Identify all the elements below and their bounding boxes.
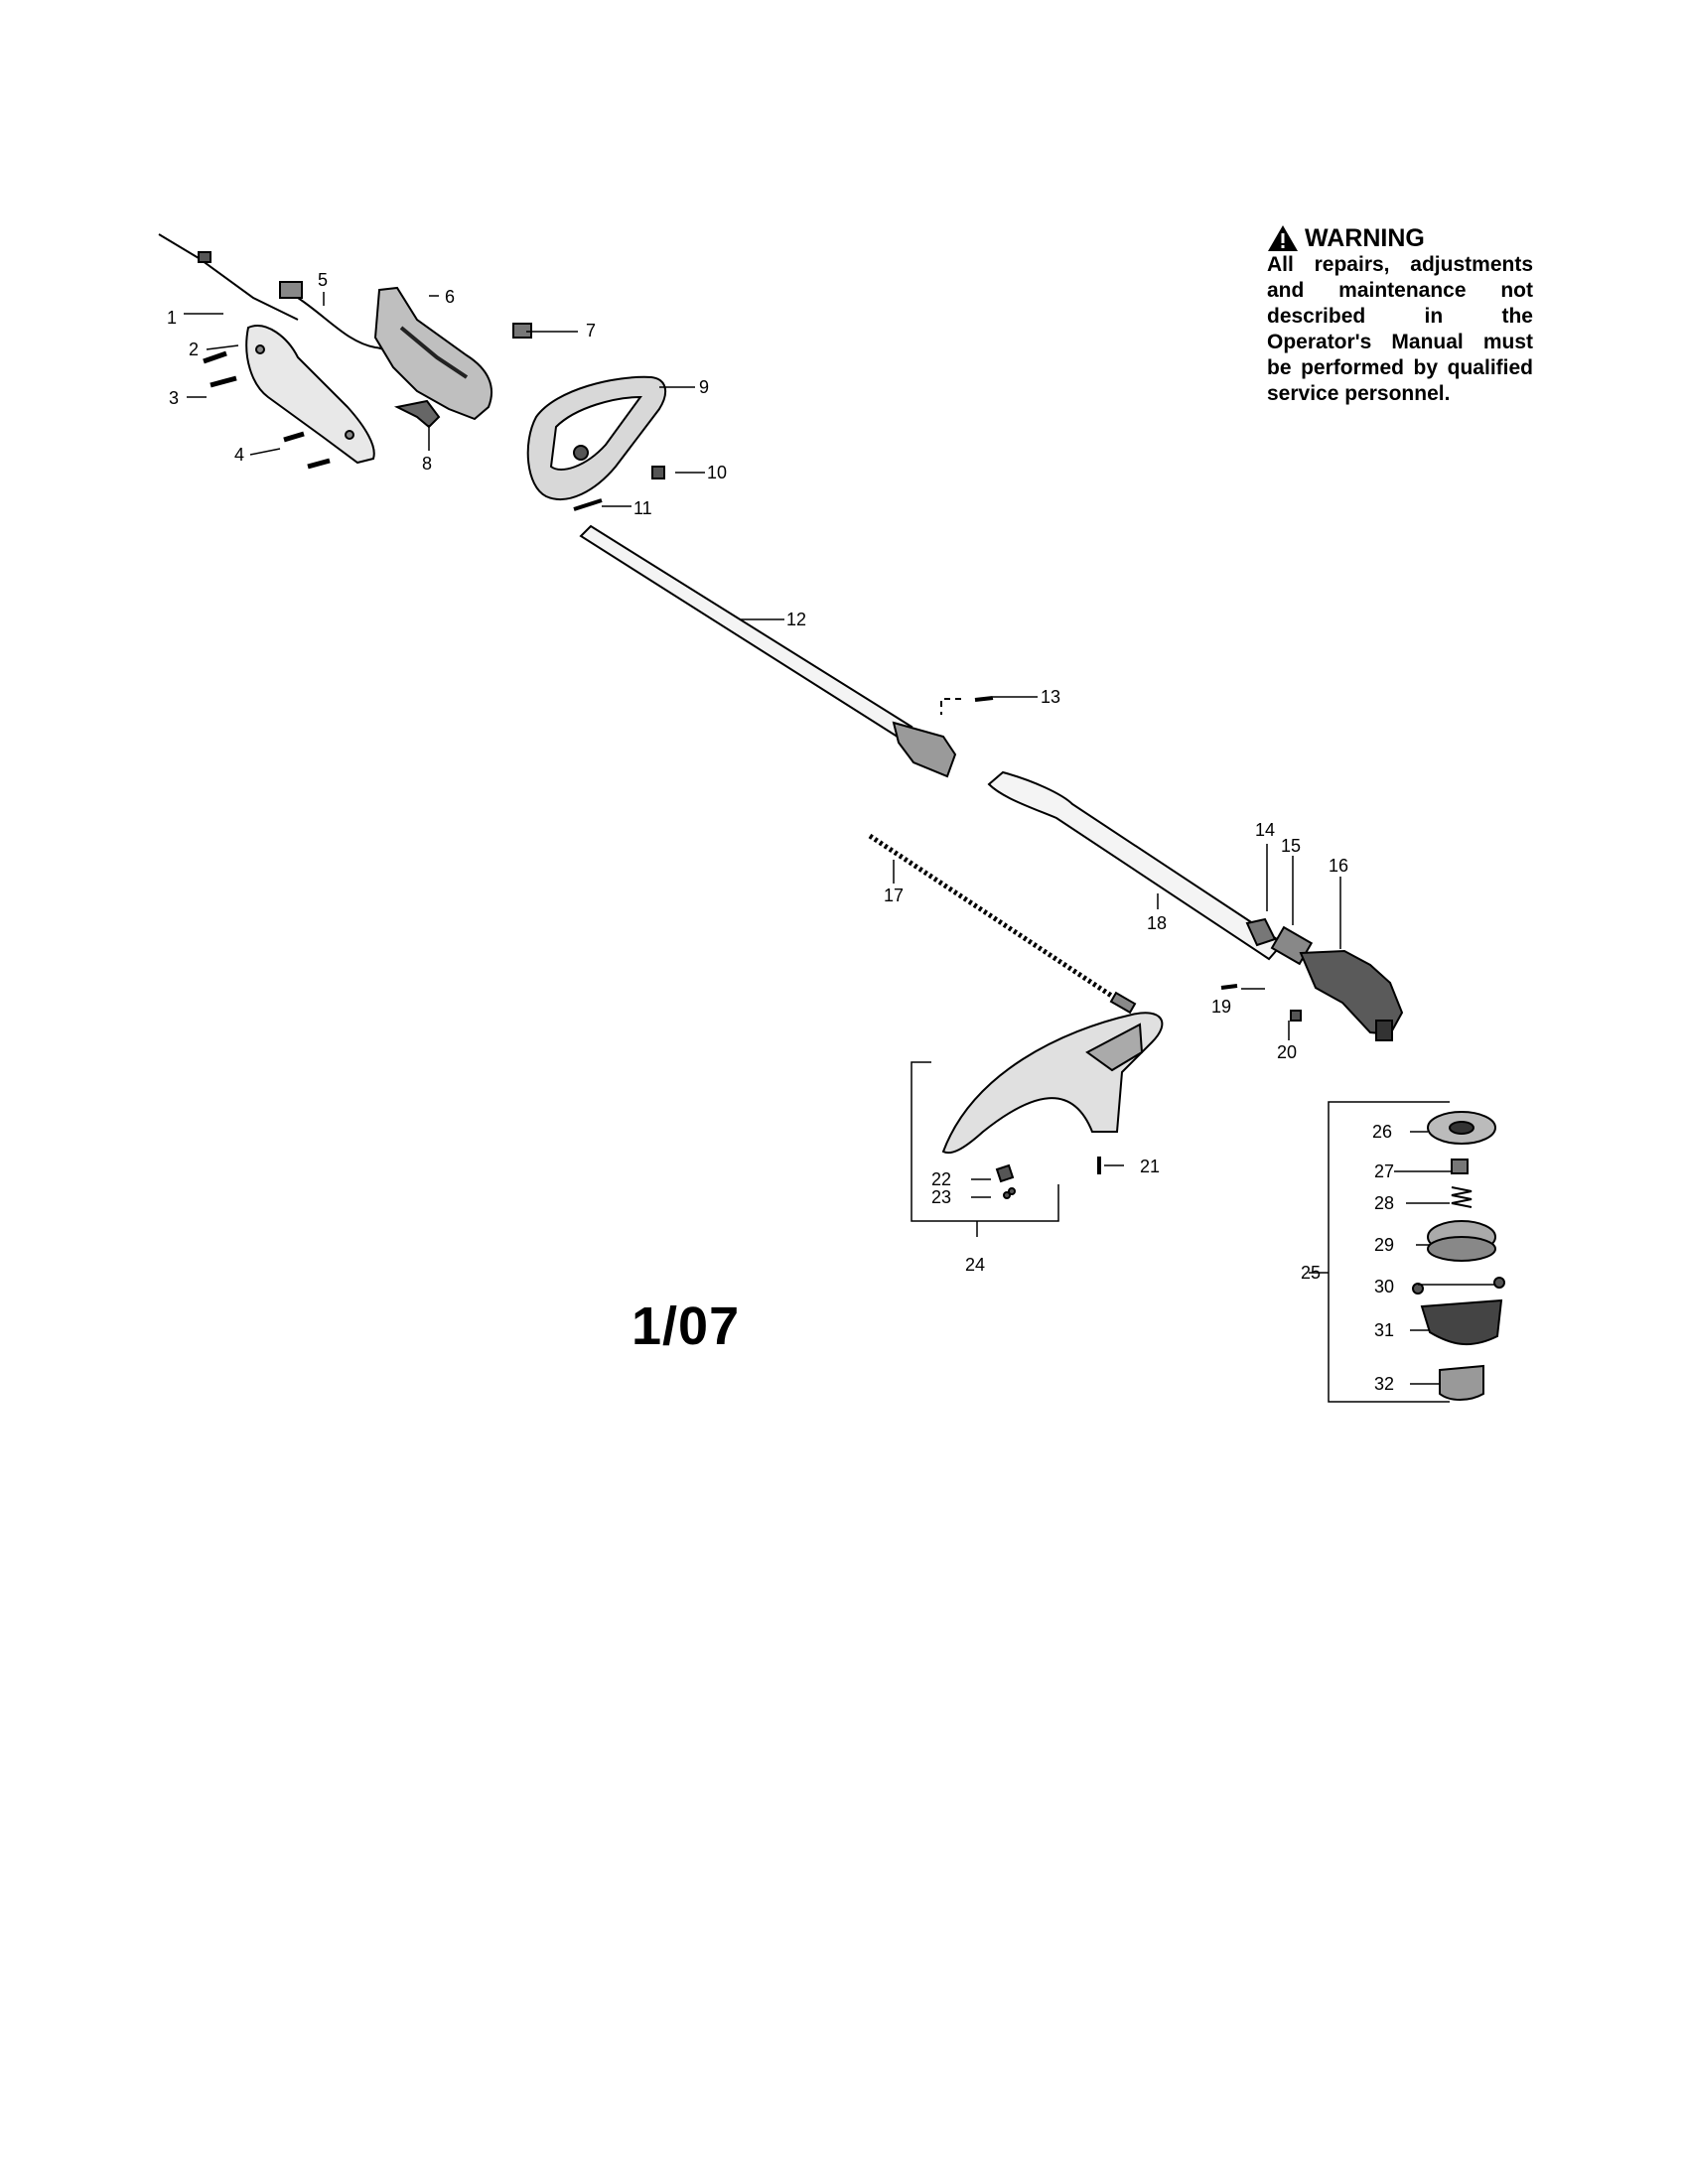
callout-7: 7	[586, 321, 596, 341]
part-10-nut	[651, 466, 665, 479]
part-29-spool	[1427, 1220, 1496, 1262]
part-2-handle-half	[245, 325, 375, 465]
callout-4: 4	[234, 445, 244, 465]
part-1-throttle-cable	[158, 233, 299, 321]
part-3-screws	[203, 350, 237, 388]
callout-6: 6	[445, 287, 455, 307]
callout-28: 28	[1374, 1193, 1394, 1213]
callout-25: 25	[1301, 1263, 1321, 1283]
callout-30: 30	[1374, 1277, 1394, 1297]
part-6-handle-half	[373, 286, 492, 421]
part-16-gear-head	[1299, 949, 1404, 1041]
callout-13: 13	[1041, 687, 1060, 707]
callout-8: 8	[422, 454, 432, 474]
callout-26: 26	[1372, 1122, 1392, 1142]
part-22-clip	[995, 1163, 1015, 1183]
callout-3: 3	[169, 388, 179, 408]
callout-20: 20	[1277, 1042, 1297, 1062]
part-8-trigger	[393, 399, 441, 429]
part-11-screw	[573, 498, 603, 511]
callout-12: 12	[786, 610, 806, 629]
callout-5: 5	[318, 270, 328, 290]
part-7-switch	[512, 323, 532, 339]
callout-14: 14	[1255, 820, 1275, 840]
part-4-screws	[283, 431, 331, 470]
callout-16: 16	[1329, 856, 1348, 876]
callout-10: 10	[707, 463, 727, 482]
part-14-knob	[1245, 917, 1277, 947]
part-30-eyelets	[1412, 1277, 1505, 1295]
callout-17: 17	[884, 886, 904, 905]
date-code: 1/07	[632, 1297, 741, 1356]
part-26-hub	[1427, 1111, 1496, 1145]
part-19-screw	[1220, 984, 1238, 990]
callout-2: 2	[189, 340, 199, 359]
callout-23: 23	[931, 1187, 951, 1207]
callout-18: 18	[1147, 913, 1167, 933]
callout-32: 32	[1374, 1374, 1394, 1394]
callout-31: 31	[1374, 1320, 1394, 1340]
callout-21: 21	[1140, 1157, 1160, 1176]
warning-text: All repairs, adjustments and maintenance…	[1267, 253, 1533, 405]
callout-22: 22	[931, 1169, 951, 1189]
part-32-bump-knob	[1439, 1364, 1484, 1401]
callout-15: 15	[1281, 836, 1301, 856]
callout-29: 29	[1374, 1235, 1394, 1255]
part-23-screw	[1003, 1187, 1016, 1199]
part-28-spring	[1451, 1186, 1473, 1208]
callout-1: 1	[167, 308, 177, 328]
callout-9: 9	[699, 377, 709, 397]
callout-24: 24	[965, 1255, 985, 1275]
part-12-upper-shaft	[579, 524, 957, 778]
callout-19: 19	[1211, 997, 1231, 1017]
part-13-screw	[940, 696, 994, 715]
part-27-eyelet	[1451, 1159, 1469, 1174]
part-18-lower-shaft	[987, 770, 1285, 961]
part-9-rear-grip	[526, 375, 667, 501]
part-24-guard	[941, 1012, 1164, 1155]
warning-heading: WARNING	[1305, 224, 1425, 252]
part-31-housing	[1420, 1298, 1503, 1346]
warning-box: WARNING All repairs, adjustments and mai…	[1267, 224, 1533, 407]
callout-11: 11	[633, 498, 652, 518]
callout-27: 27	[1374, 1161, 1394, 1181]
part-20-nut	[1290, 1010, 1302, 1022]
part-17-flex-drive	[868, 833, 1137, 1015]
warning-triangle-icon	[1268, 225, 1298, 251]
